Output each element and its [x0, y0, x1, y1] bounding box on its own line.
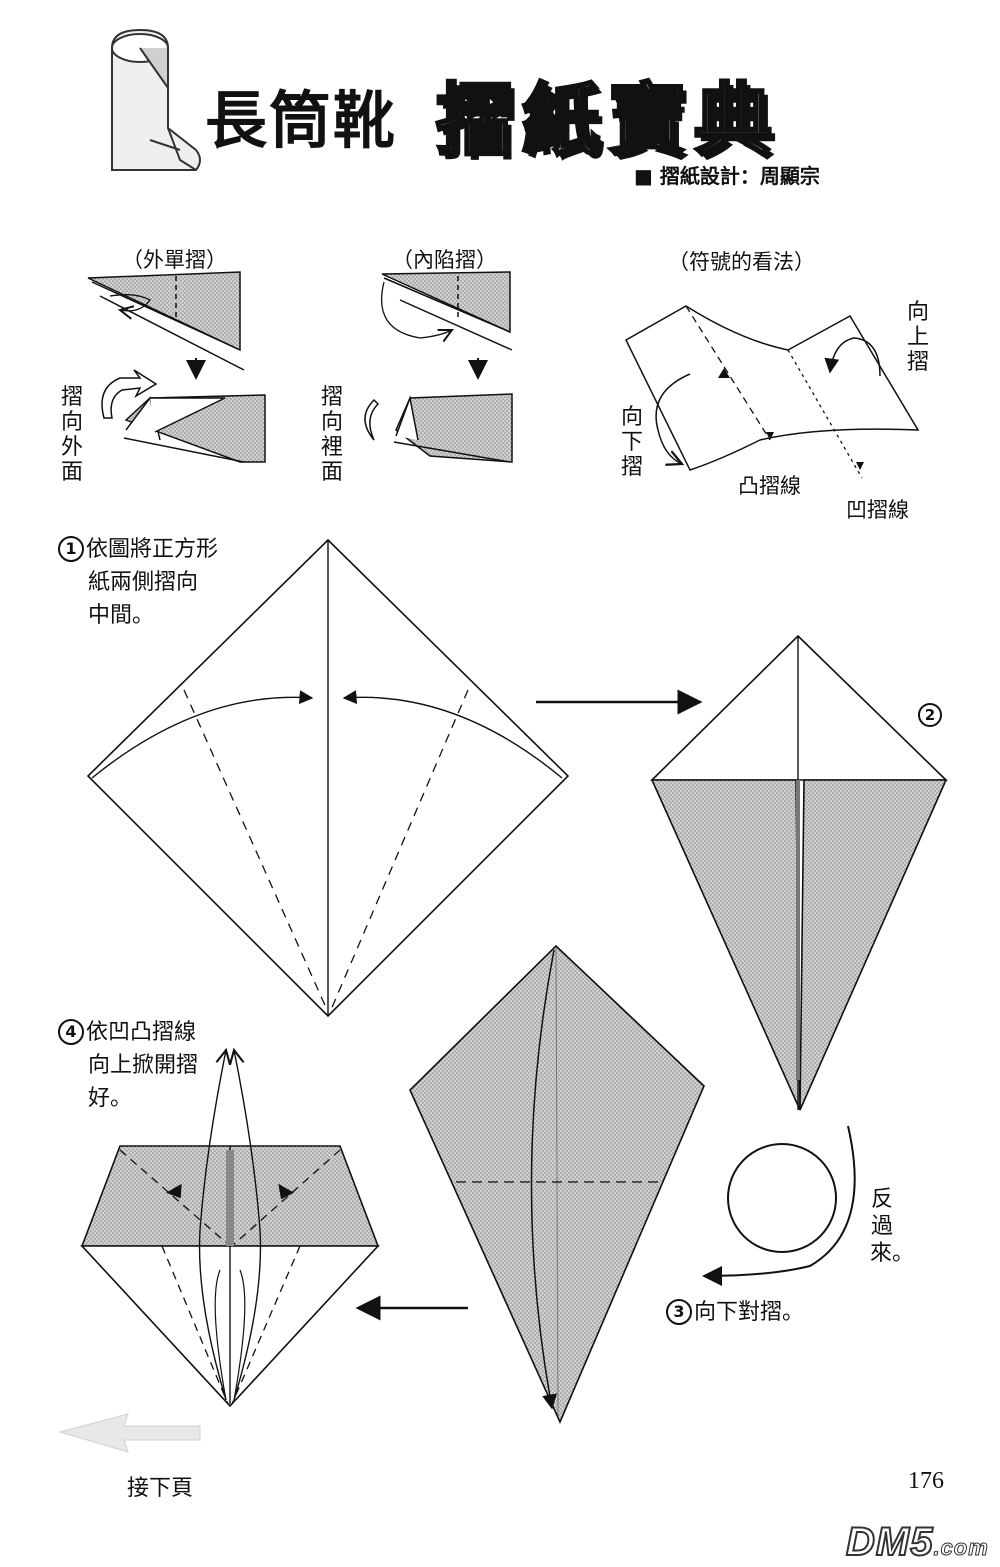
step1-diagram — [86, 538, 570, 1018]
step1-line2: 紙兩側摺向 — [88, 570, 199, 595]
watermark-logo: DM5.com — [845, 1519, 989, 1565]
step4-number: 4 — [58, 1019, 84, 1045]
step3-number: 3 — [666, 1299, 692, 1325]
series-title: 摺紙寶典 — [434, 75, 781, 168]
step1-number: 1 — [58, 536, 84, 562]
step1-line3: 中間。 — [88, 603, 155, 628]
step3-line1: 向下對摺。 — [694, 1300, 805, 1325]
valley-fold-text: 凹摺線 — [846, 498, 909, 522]
outside-reverse-diagram — [87, 271, 266, 463]
next-page-label: 接下頁 — [127, 1476, 194, 1501]
outside-reverse-side-text: 摺向外面 — [60, 385, 83, 485]
inside-reverse-diagram — [364, 271, 513, 463]
watermark-text: DM5 — [845, 1519, 934, 1565]
page-title: 長筒靴 — [205, 84, 398, 157]
watermark-suffix: .com — [933, 1535, 989, 1561]
step4-line2: 向上掀開摺 — [88, 1053, 199, 1078]
step2-number: 2 — [924, 706, 936, 724]
turn-over-text: 反過來。 — [870, 1187, 915, 1266]
step4-line3: 好。 — [88, 1086, 133, 1111]
step4-diagram — [80, 1050, 380, 1408]
fold-up-text: 向上摺 — [906, 300, 929, 375]
mountain-fold-text: 凸摺線 — [738, 474, 801, 498]
inside-reverse-label: （內陷摺） — [392, 248, 497, 272]
next-page-arrow — [58, 1413, 201, 1453]
step1-line1: 依圖將正方形 — [86, 537, 219, 562]
step4-line1: 依凹凸摺線 — [86, 1020, 197, 1045]
step2-number-badge — [918, 703, 942, 727]
page-number: 176 — [908, 1468, 944, 1494]
turn-over-symbol — [702, 1125, 856, 1286]
step3-diagram — [409, 944, 705, 1424]
symbols-diagram — [625, 305, 920, 479]
symbols-label: （符號的看法） — [668, 250, 815, 274]
fold-down-text: 向下摺 — [620, 405, 643, 480]
designer-credit: ■ 摺紙設計：周顯宗 — [634, 164, 820, 188]
inside-reverse-side-text: 摺向裡面 — [320, 385, 343, 485]
boot-illustration — [111, 28, 201, 171]
outside-reverse-label: （外單摺） — [122, 248, 227, 272]
step2-diagram — [650, 634, 948, 1111]
